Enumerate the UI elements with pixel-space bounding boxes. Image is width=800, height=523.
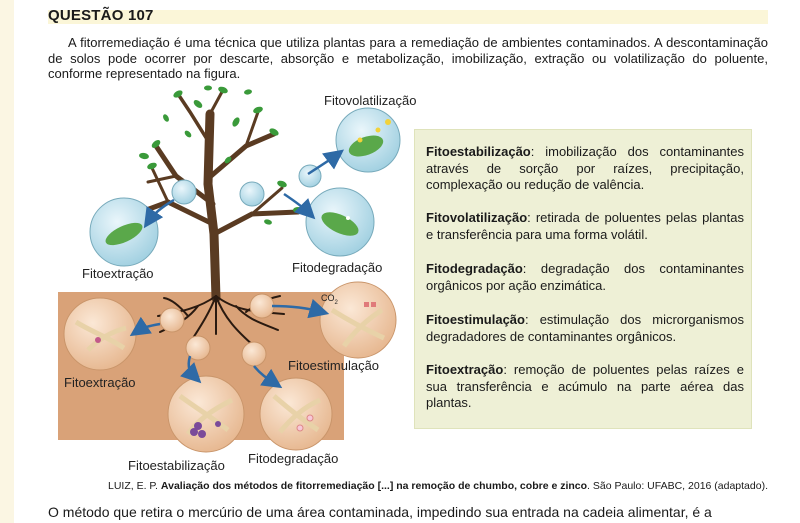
question-prompt: O método que retira o mercúrio de uma ár…: [48, 504, 712, 520]
citation-rest: . São Paulo: UFABC, 2016 (adaptado).: [587, 480, 768, 492]
question-intro: A fitorremediação é uma técnica que util…: [48, 35, 768, 82]
definition-fitoestabilizacao: Fitoestabilização: imobilização dos cont…: [426, 144, 744, 194]
source-citation: LUIZ, E. P. Avaliação dos métodos de fit…: [108, 480, 768, 492]
small-soil-bubble-1: [159, 307, 185, 333]
question-header-bar: [48, 10, 768, 24]
definition-fitodegradacao: Fitodegradação: degradação dos contamina…: [426, 261, 744, 294]
definition-fitoestimulacao: Fitoestimulação: estimulação dos microrg…: [426, 312, 744, 345]
label-fitoestimulacao: Fitoestimulação: [288, 358, 380, 373]
small-soil-bubble-3: [185, 335, 211, 361]
label-fitodegradacao-bottom: Fitodegradação: [248, 451, 339, 466]
bubble-extraction-leaf: [89, 197, 159, 267]
definition-text: : remoção de poluentes pelas raízes e su…: [426, 362, 744, 410]
bubble-extraction-root: [63, 297, 137, 371]
definitions-box: Fitoestabilização: imobilização dos cont…: [414, 129, 752, 429]
process-arrows: [129, 149, 345, 389]
page-margin-stripe: [0, 0, 14, 523]
definition-fitovolatilizacao: Fitovolatilização: retirada de poluentes…: [426, 210, 744, 243]
label-co2: CO2: [321, 293, 338, 306]
citation-author: LUIZ, E. P.: [107, 480, 161, 492]
label-co2-text: CO: [321, 293, 335, 303]
phytoremediation-figure: Fitovolatilização Fitoextração Fitodegra…: [48, 84, 428, 480]
small-bubble-1: [239, 181, 265, 207]
bubble-stimulation: [319, 281, 397, 359]
definition-term: Fitodegradação: [426, 261, 523, 276]
small-bubble-2: [171, 179, 197, 205]
bubble-degradation-leaf: [305, 187, 375, 257]
question-intro-text: A fitorremediação é uma técnica que util…: [48, 35, 768, 81]
definition-term: Fitoestabilização: [426, 144, 531, 159]
label-fitoextracao-top: Fitoextração: [82, 266, 154, 281]
tree-trunk: [111, 88, 301, 303]
definition-term: Fitovolatilização: [426, 210, 528, 225]
label-fitovolatilizacao: Fitovolatilização: [324, 93, 417, 108]
citation-title: Avaliação dos métodos de fitorremediação…: [160, 480, 588, 492]
small-soil-bubble-2: [249, 293, 275, 319]
definition-term: Fitoextração: [426, 362, 504, 377]
definition-text: : estimulação dos microrganismos degrada…: [426, 312, 744, 344]
definition-text: : imobilização dos contaminantes através…: [426, 144, 744, 192]
definition-fitoextracao: Fitoextração: remoção de poluentes pelas…: [426, 362, 744, 412]
question-title: QUESTÃO 107: [48, 7, 154, 24]
definition-term: Fitoestimulação: [426, 312, 525, 327]
label-fitoextracao-bottom: Fitoextração: [64, 375, 136, 390]
tree-illustration: [58, 85, 401, 453]
bubble-volatilization: [335, 107, 401, 173]
small-soil-bubble-4: [241, 341, 267, 367]
bubble-stabilization: [167, 375, 245, 453]
definition-text: : degradação dos contaminantes orgânicos…: [426, 261, 744, 293]
bubble-degradation-root: [259, 377, 333, 451]
label-fitoestabilizacao: Fitoestabilização: [128, 458, 225, 473]
label-fitodegradacao-top: Fitodegradação: [292, 260, 383, 275]
definition-text: : retirada de poluentes pelas plantas e …: [426, 210, 744, 242]
